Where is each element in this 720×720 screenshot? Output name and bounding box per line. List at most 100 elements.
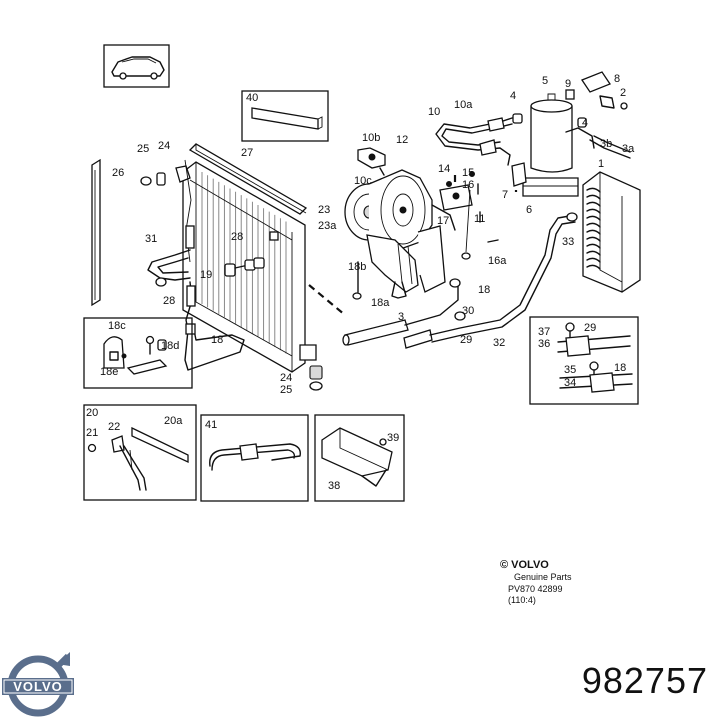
part-37-box xyxy=(529,316,639,405)
label-33: 33 xyxy=(562,236,574,248)
part-number-labels: 40 27 25 24 26 23 23a 31 28 19 28 18 18c… xyxy=(86,73,635,492)
evaporator-coil xyxy=(586,250,601,256)
label-3a: 3a xyxy=(622,143,635,155)
label-40: 40 xyxy=(246,92,258,104)
logo-wordmark: VOLVO xyxy=(13,679,63,694)
label-18b: 18b xyxy=(348,261,366,273)
label-17: 17 xyxy=(437,215,449,227)
label-27: 27 xyxy=(241,147,253,159)
label-18c: 18c xyxy=(108,320,126,332)
label-30: 30 xyxy=(462,305,474,317)
footer-brand: © VOLVO xyxy=(500,559,549,571)
label-20: 20 xyxy=(86,407,98,419)
label-35: 35 xyxy=(564,364,576,376)
evaporator-coil xyxy=(586,194,601,200)
label-28-bottom: 28 xyxy=(163,295,175,307)
part-38-box xyxy=(314,414,405,502)
label-16: 16 xyxy=(462,179,474,191)
evaporator-coil xyxy=(586,187,601,193)
mount-24-25 xyxy=(309,365,323,391)
label-16a: 16a xyxy=(488,255,507,267)
label-5: 5 xyxy=(542,75,548,87)
part-40-box xyxy=(241,90,329,142)
compressor xyxy=(344,147,456,253)
label-9: 9 xyxy=(565,78,571,90)
part-28-19 xyxy=(224,231,279,277)
label-10a: 10a xyxy=(454,99,473,111)
label-22: 22 xyxy=(108,421,120,433)
pipe-10 xyxy=(435,117,513,166)
evaporator-coil xyxy=(586,243,601,249)
label-18e: 18e xyxy=(100,366,118,378)
label-1: 1 xyxy=(598,158,604,170)
evaporator-coil xyxy=(586,208,601,214)
evaporator-coil xyxy=(586,215,601,221)
label-36: 36 xyxy=(538,338,550,350)
evaporator-coil xyxy=(586,201,601,207)
car-thumbnail xyxy=(103,44,170,88)
evaporator-coil xyxy=(586,264,601,270)
evaporator xyxy=(565,127,641,293)
part-41-box xyxy=(200,414,309,502)
compressor-bracket xyxy=(352,225,446,300)
label-18-left: 18 xyxy=(211,334,223,346)
fastener-25-24-top xyxy=(140,172,166,186)
label-32: 32 xyxy=(493,337,505,349)
label-10c: 10c xyxy=(354,175,372,187)
evaporator-coil xyxy=(586,229,601,235)
part-26-strip xyxy=(91,158,101,307)
label-8: 8 xyxy=(614,73,620,85)
label-23a: 23a xyxy=(318,220,337,232)
volvo-logo: VOLVO xyxy=(2,652,74,717)
label-12: 12 xyxy=(396,134,408,146)
label-19: 19 xyxy=(200,269,212,281)
label-25-top: 25 xyxy=(137,143,149,155)
label-18a: 18a xyxy=(371,297,390,309)
valve-block xyxy=(439,171,499,260)
label-28-top: 28 xyxy=(231,231,243,243)
label-20a: 20a xyxy=(164,415,183,427)
receiver-drier xyxy=(511,71,628,197)
label-18-mid: 18 xyxy=(478,284,490,296)
label-34: 34 xyxy=(564,377,576,389)
label-3: 3 xyxy=(398,311,404,323)
part-20-box xyxy=(83,404,197,501)
genuine-parts-block: © VOLVO Genuine Parts PV870 42899 (110:4… xyxy=(500,559,572,605)
label-11: 11 xyxy=(474,213,485,225)
part-27-seal xyxy=(188,143,308,215)
label-14: 14 xyxy=(438,163,450,175)
pipe-18-lower xyxy=(184,281,245,371)
label-25-bottom: 25 xyxy=(280,384,292,396)
evaporator-coil xyxy=(586,236,601,242)
label-7: 7 xyxy=(502,189,508,201)
part-number: 982757 xyxy=(581,660,708,701)
label-18-box: 18 xyxy=(614,362,626,374)
label-37: 37 xyxy=(538,326,550,338)
label-15: 15 xyxy=(462,167,474,179)
label-26: 26 xyxy=(112,167,124,179)
label-10: 10 xyxy=(428,106,440,118)
label-3b: 3b xyxy=(600,138,612,150)
label-4-right: 4 xyxy=(582,117,588,129)
evaporator-coil xyxy=(586,222,601,228)
label-21: 21 xyxy=(86,427,98,439)
footer-sub-ref: (110:4) xyxy=(508,595,536,605)
label-29-box: 29 xyxy=(584,322,596,334)
label-38: 38 xyxy=(328,480,340,492)
label-39: 39 xyxy=(387,432,399,444)
label-2: 2 xyxy=(620,87,626,99)
label-29-mid: 29 xyxy=(460,334,472,346)
part-18c-box xyxy=(83,317,193,389)
evaporator-coil xyxy=(586,257,601,263)
label-23: 23 xyxy=(318,204,330,216)
label-24-top: 24 xyxy=(158,140,170,152)
label-31: 31 xyxy=(145,233,157,245)
pipe-31 xyxy=(147,225,195,287)
label-24-bottom: 24 xyxy=(280,372,292,384)
footer-genuine-parts: Genuine Parts xyxy=(514,572,572,582)
footer-pv-ref: PV870 42899 xyxy=(508,584,563,594)
condenser xyxy=(175,159,317,373)
label-10b: 10b xyxy=(362,132,380,144)
label-6: 6 xyxy=(526,204,532,216)
